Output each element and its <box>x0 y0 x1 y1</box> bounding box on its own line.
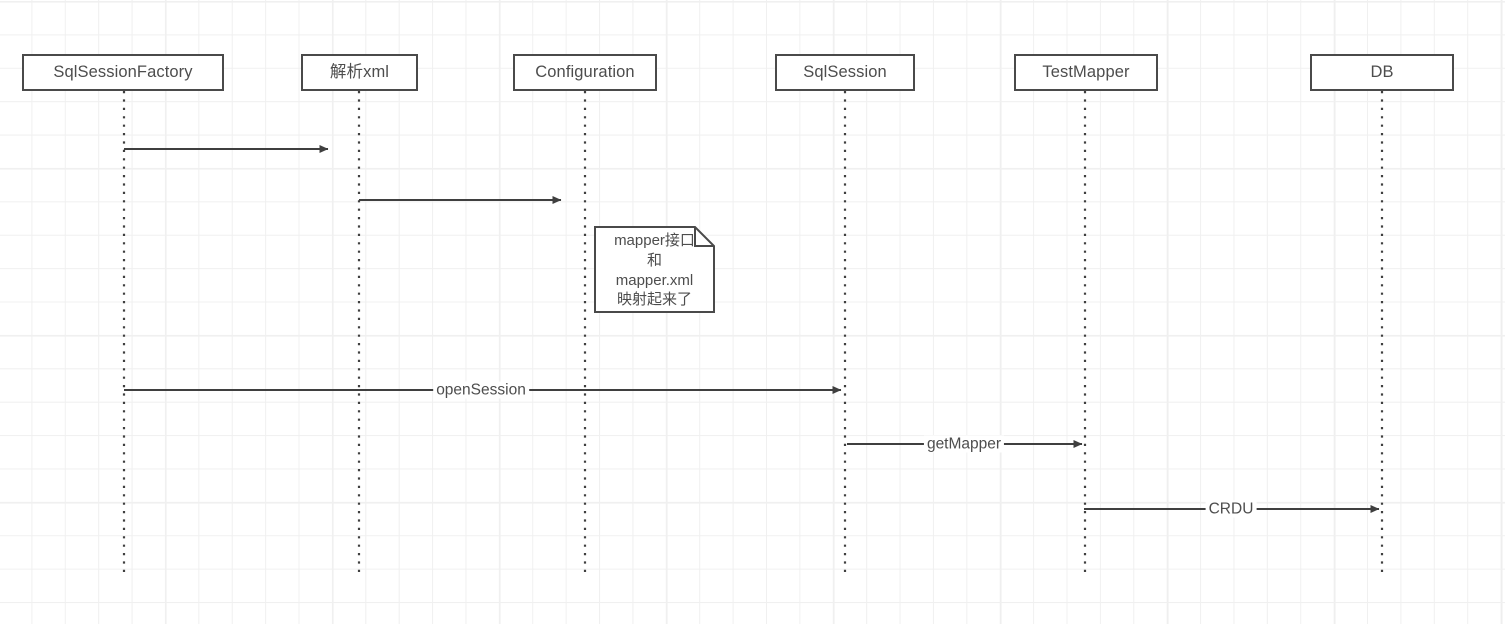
note-line: mapper.xml <box>615 271 694 289</box>
lifeline-header-configuration[interactable]: Configuration <box>513 54 657 91</box>
lifeline-label: TestMapper <box>1042 63 1130 82</box>
message-label-msg-crdu: CRDU <box>1205 500 1257 518</box>
lifeline-label: 解析xml <box>329 63 390 82</box>
lifeline-header-db[interactable]: DB <box>1310 54 1454 91</box>
lifeline-label: Configuration <box>535 63 635 82</box>
lifeline-label: SqlSessionFactory <box>53 63 193 82</box>
note-shape-icon <box>594 226 715 313</box>
message-label-msg-get-mapper: getMapper <box>923 435 1005 453</box>
lifeline-header-testMapper[interactable]: TestMapper <box>1014 54 1158 91</box>
messages-group <box>124 145 1380 513</box>
lifeline-header-sqlSession[interactable]: SqlSession <box>775 54 915 91</box>
lifelines-group <box>122 91 1384 573</box>
lifeline-header-parseXml[interactable]: 解析xml <box>301 54 418 91</box>
lifeline-header-sqlSessionFactory[interactable]: SqlSessionFactory <box>22 54 224 91</box>
note-line: mapper接口 <box>614 231 695 249</box>
lifeline-label: SqlSession <box>803 63 887 82</box>
note-mapper-mapping[interactable]: mapper接口和 mapper.xml 映射起来了 <box>594 226 715 313</box>
note-line: 映射起来了 <box>616 291 692 309</box>
message-label-msg-open-session: openSession <box>433 381 529 399</box>
note-line: 和 <box>646 251 662 269</box>
note-text: mapper接口和 mapper.xml 映射起来了 <box>614 231 695 311</box>
lifeline-label: DB <box>1370 63 1394 82</box>
